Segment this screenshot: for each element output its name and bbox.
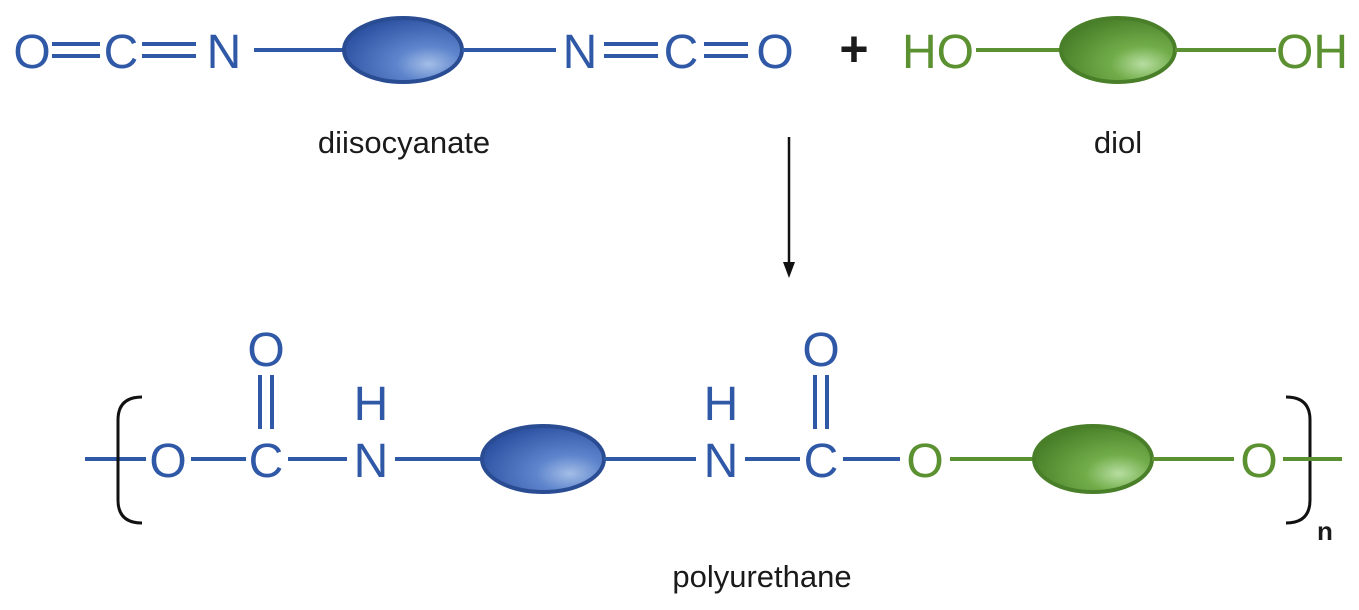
diisocyanate-atom-c-left: C: [104, 26, 139, 79]
polyurethane-diol-core-ellipse: [1032, 424, 1154, 494]
amide-hydrogen-right: H: [704, 378, 739, 431]
diisocyanate-atom-o-right: O: [756, 26, 793, 79]
diol-atom-ho: HO: [902, 26, 974, 79]
diol-label: diol: [1094, 125, 1142, 160]
plus-sign: +: [839, 21, 868, 77]
repeat-unit-left-bracket: [116, 395, 143, 525]
carbonyl-oxygen-left: O: [247, 324, 284, 377]
diisocyanate-label: diisocyanate: [318, 125, 490, 160]
diisocyanate-atom-o-left: O: [13, 26, 50, 79]
diisocyanate-atom-n-left: N: [207, 26, 242, 79]
diol-atom-oh: OH: [1276, 26, 1348, 79]
diol-core-ellipse: [1059, 16, 1177, 84]
urethane-oxygen-middle: O: [906, 435, 943, 488]
diisocyanate-molecule: O C N N C O: [13, 16, 794, 84]
carbonyl-carbon-right: C: [804, 435, 839, 488]
urethane-oxygen-right: O: [1240, 435, 1277, 488]
repeat-unit-subscript: n: [1317, 516, 1333, 546]
polyurethane-label: polyurethane: [672, 559, 851, 594]
carbonyl-carbon-left: C: [249, 435, 284, 488]
amide-nitrogen-left: N: [354, 435, 389, 488]
diisocyanate-atom-c-right: C: [664, 26, 699, 79]
polyurethane-molecule: O C O N H N H C O O O n: [85, 324, 1342, 546]
polyurethane-isocyanate-core-ellipse: [480, 424, 606, 494]
diisocyanate-core-ellipse: [342, 16, 464, 84]
carbonyl-oxygen-right: O: [802, 324, 839, 377]
amide-nitrogen-right: N: [704, 435, 739, 488]
amide-hydrogen-left: H: [354, 378, 389, 431]
diol-molecule: HO OH: [902, 16, 1348, 84]
reaction-arrow: [783, 137, 795, 278]
arrow-head: [783, 262, 795, 278]
urethane-oxygen-left: O: [149, 435, 186, 488]
diisocyanate-atom-n-right: N: [563, 26, 598, 79]
